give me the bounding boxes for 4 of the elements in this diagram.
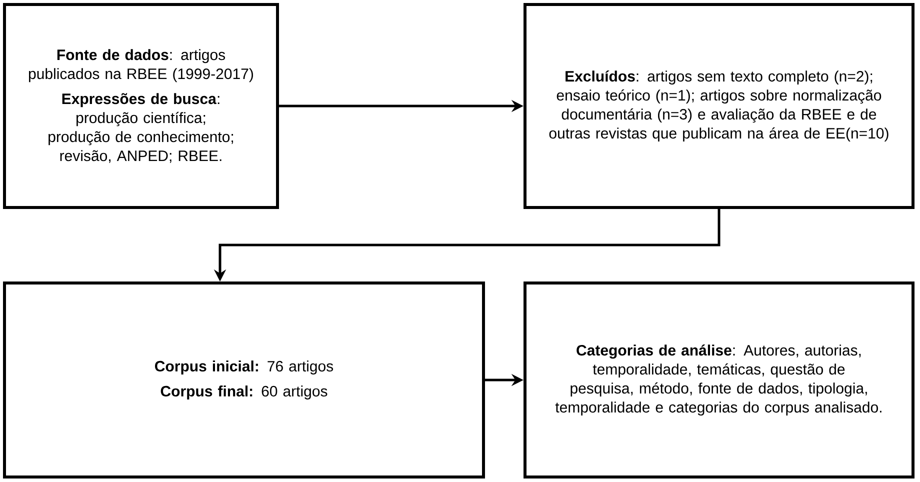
category-box: Categorias de análise: Autores, autorias, temporalidade, temáticas, questão de pesquisa, método, fonte de dados, tipologia, temporalidade e categorias do corpus analisado. [524, 282, 915, 478]
corpus-box: Corpus inicial: 76 artigos Corpus final: 60 artigos [3, 282, 485, 478]
source-box: Fonte de dados: artigos publicados na RBEE (1999-2017) Expressões de busca: produção científica; produção de conhecimento; revisão, ANPED; RBEE. [3, 3, 279, 209]
exclusion-box: Excluídos: artigos sem texto completo (n=2); ensaio teórico (n=1); artigos sobre normalização documentária (n=3) e avaliação da RBEE e de outras revistas que publicam na área de EE(n=10) [524, 3, 915, 209]
